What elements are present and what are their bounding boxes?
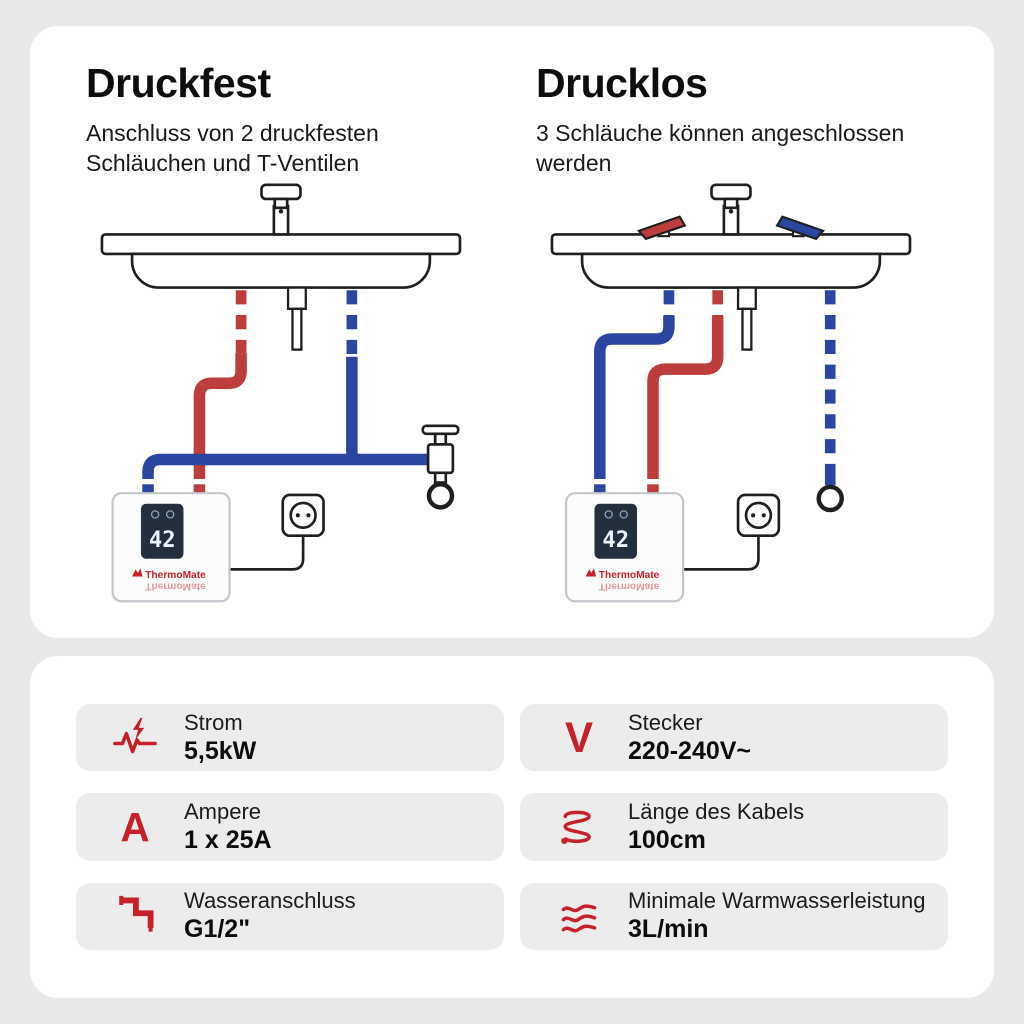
pipe-fitting-gap [592, 478, 607, 485]
brand-flame-icon [585, 568, 597, 577]
ampere-icon: A [112, 804, 158, 850]
heater-temperature: 42 [602, 527, 629, 553]
spec-kabel: Länge des Kabels 100cm [520, 793, 948, 861]
mode-indicator-icon [619, 510, 628, 519]
spec-value: 3L/min [628, 915, 709, 944]
drucklos-subtitle: 3 Schläuche können angeschlossen werden [536, 120, 905, 176]
pipe-fitting-gap [192, 478, 207, 485]
druckfest-diagram: 42 ThermoMate ThermoMate [100, 183, 462, 603]
spec-strom: Strom 5,5kW [76, 704, 504, 772]
brand-logo: ThermoMate [599, 570, 660, 581]
druckfest-subtitle: Anschluss von 2 druckfesten Schläuchen u… [86, 120, 379, 176]
spec-value: 5,5kW [184, 736, 257, 765]
pipe-fitting-gap [645, 478, 661, 485]
svg-text:V: V [565, 716, 593, 760]
power-indicator-icon [604, 510, 613, 519]
water-heater: 42 ThermoMate ThermoMate [565, 491, 685, 603]
spec-text: Strom 5,5kW [184, 710, 256, 766]
cold-water-run [142, 453, 441, 495]
spec-label: Länge des Kabels [628, 798, 805, 824]
pipe-fitting-gap [140, 478, 156, 485]
sink [550, 232, 912, 289]
spec-value: G1/2" [184, 915, 251, 944]
wall-socket-icon [736, 493, 781, 537]
hose-ring [426, 481, 455, 510]
drain-stub [286, 286, 307, 351]
spec-text: Länge des Kabels 100cm [628, 799, 804, 855]
hot-water-pipe [193, 352, 247, 495]
brand-logo-mirrored: ThermoMate [599, 580, 660, 591]
spec-value: 1 x 25A [184, 825, 272, 854]
heater-temperature: 42 [149, 527, 176, 553]
spec-ampere: A Ampere 1 x 25A [76, 793, 504, 861]
spec-value: 100cm [628, 825, 706, 854]
drucklos-section: Drucklos 3 Schläuche können angeschlosse… [536, 60, 938, 630]
spec-text: Minimale Warmwasserleistung 3L/min [628, 888, 925, 944]
spec-text: Ampere 1 x 25A [184, 799, 272, 855]
spec-stecker: V Stecker 220-240V~ [520, 704, 948, 772]
druckfest-title: Druckfest [86, 60, 271, 106]
sink [100, 232, 462, 289]
mode-indicator-icon [165, 510, 175, 519]
hose-ring [816, 484, 844, 513]
installation-card: Druckfest Anschluss von 2 druckfesten Sc… [30, 26, 994, 638]
spec-text: Stecker 220-240V~ [628, 710, 751, 766]
drucklos-diagram: 42 ThermoMate ThermoMate [550, 183, 912, 603]
pipe-fitting-icon [112, 893, 158, 939]
specs-card: Strom 5,5kW V Stecker 220-240V~ [30, 656, 994, 998]
hot-valve-handle [636, 215, 687, 240]
spec-label: Stecker [628, 709, 703, 735]
drain-stub [736, 286, 757, 351]
cable-length-icon [556, 804, 602, 850]
drucklos-title: Drucklos [536, 60, 708, 106]
spec-label: Wasseranschluss [184, 888, 356, 914]
druckfest-section: Druckfest Anschluss von 2 druckfesten Sc… [86, 60, 488, 630]
spec-label: Ampere [184, 798, 262, 824]
spec-warmwasserleistung: Minimale Warmwasserleistung 3L/min [520, 882, 948, 950]
spec-value: 220-240V~ [628, 736, 752, 765]
spec-label: Minimale Warmwasserleistung [628, 888, 926, 914]
cold-water-pipe [594, 315, 675, 495]
spec-label: Strom [184, 709, 243, 735]
wall-socket-icon [281, 493, 325, 537]
spec-grid: Strom 5,5kW V Stecker 220-240V~ [76, 704, 948, 950]
power-indicator-icon [150, 510, 160, 519]
brand-logo-mirrored: ThermoMate [145, 580, 206, 591]
water-heater: 42 ThermoMate ThermoMate [111, 491, 231, 603]
spec-text: Wasseranschluss G1/2" [184, 888, 356, 944]
brand-logo: ThermoMate [145, 570, 206, 581]
faucet [710, 183, 752, 236]
brand-flame-icon [132, 568, 143, 577]
voltage-icon: V [556, 715, 602, 761]
power-cord [229, 535, 305, 571]
power-cord [683, 535, 760, 571]
svg-text:A: A [120, 805, 149, 849]
faucet [260, 183, 302, 236]
water-flow-icon [556, 893, 602, 939]
spec-wasseranschluss: Wasseranschluss G1/2" [76, 882, 504, 950]
hot-water-pipe [647, 315, 724, 495]
cold-valve-handle [775, 215, 825, 240]
t-valve [421, 424, 460, 484]
power-pulse-icon [112, 715, 158, 761]
